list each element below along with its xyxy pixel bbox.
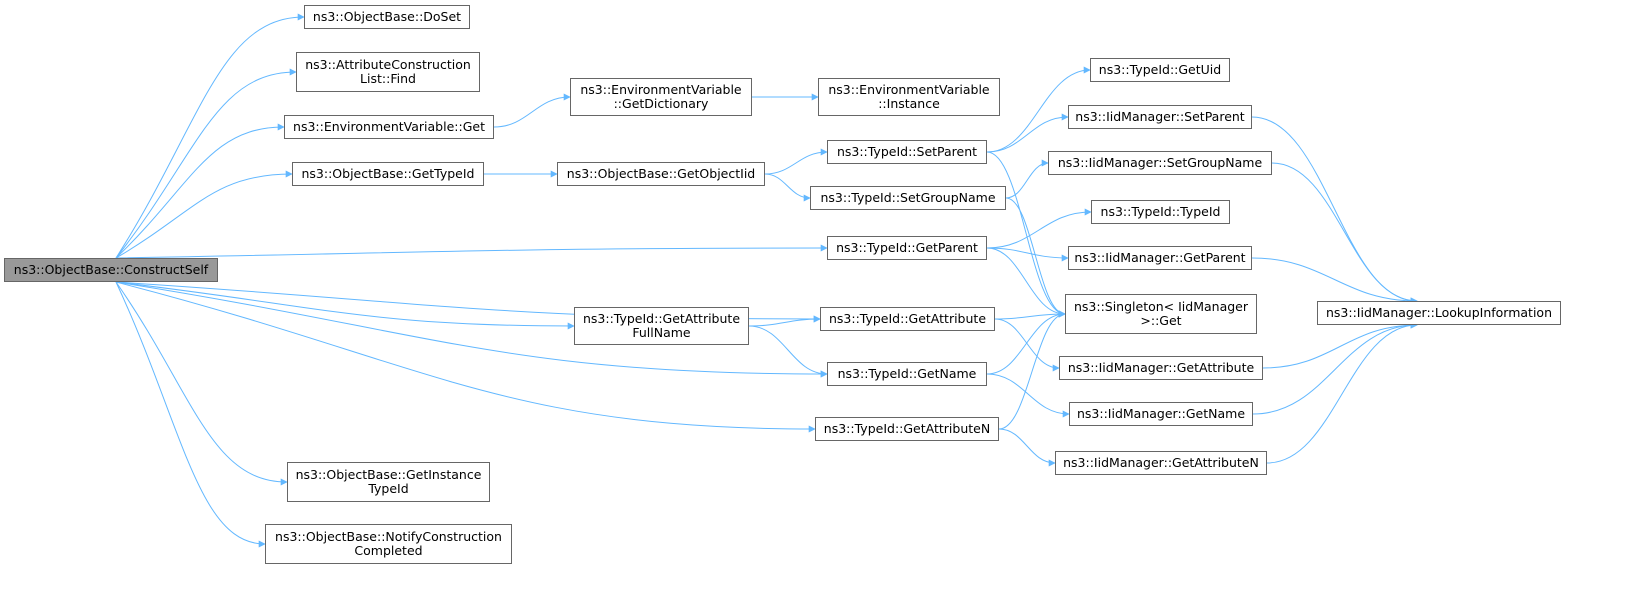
edge-constructself-to-getattrfullname xyxy=(115,281,575,330)
node-iid-getattributen[interactable]: ns3::IidManager::GetAttributeN xyxy=(1055,451,1267,475)
edge-tid-getname-to-iid-getname xyxy=(986,373,1070,418)
edge-constructself-to-attrfind xyxy=(115,68,297,259)
edge-tid-getparent-to-tid-typeid xyxy=(986,208,1092,249)
edge-tid-setparent-to-iid-setparent xyxy=(986,113,1069,153)
edge-constructself-to-tid-getparent xyxy=(115,244,828,259)
edge-tid-setparent-to-singleton-get xyxy=(986,151,1066,318)
edge-iid-setparent-to-iid-lookup xyxy=(1251,116,1418,305)
edge-constructself-to-getinstancetypeid xyxy=(115,281,288,486)
edge-getobjectiid-to-tid-setparent xyxy=(764,148,828,175)
node-envinstance[interactable]: ns3::EnvironmentVariable ::Instance xyxy=(818,78,1000,116)
node-tid-setparent[interactable]: ns3::TypeId::SetParent xyxy=(827,140,987,164)
node-doset[interactable]: ns3::ObjectBase::DoSet xyxy=(304,5,470,29)
edge-iid-getname-to-iid-lookup xyxy=(1252,321,1418,415)
node-notifyconstruction[interactable]: ns3::ObjectBase::NotifyConstruction Comp… xyxy=(265,524,512,564)
node-tid-getuid[interactable]: ns3::TypeId::GetUid xyxy=(1090,58,1230,82)
node-tid-setgroupname[interactable]: ns3::TypeId::SetGroupName xyxy=(810,186,1006,210)
node-iid-getparent[interactable]: ns3::IidManager::GetParent xyxy=(1068,246,1252,270)
node-getobjectiid[interactable]: ns3::ObjectBase::GetObjectIid xyxy=(557,162,765,186)
edge-tid-setgroupname-to-singleton-get xyxy=(1005,197,1066,318)
node-constructself: ns3::ObjectBase::ConstructSelf xyxy=(4,258,218,282)
edge-getobjectiid-to-tid-setgroupname xyxy=(764,173,811,202)
edge-iid-setgroupname-to-iid-lookup xyxy=(1271,162,1418,305)
edge-tid-getattributen-to-iid-getattributen xyxy=(998,428,1056,467)
node-gettypeid[interactable]: ns3::ObjectBase::GetTypeId xyxy=(292,162,484,186)
edge-tid-getparent-to-iid-getparent xyxy=(986,247,1069,262)
edge-tid-getname-to-singleton-get xyxy=(986,310,1066,375)
edge-constructself-to-doset xyxy=(115,13,305,259)
edge-tid-setparent-to-tid-getuid xyxy=(986,66,1091,153)
edge-tid-getattribute-to-iid-getattribute xyxy=(994,318,1060,372)
edge-tid-setgroupname-to-iid-setgroupname xyxy=(1005,159,1049,199)
node-iid-lookup[interactable]: ns3::IidManager::LookupInformation xyxy=(1317,301,1561,325)
node-tid-getattribute[interactable]: ns3::TypeId::GetAttribute xyxy=(820,307,995,331)
node-iid-setgroupname[interactable]: ns3::IidManager::SetGroupName xyxy=(1048,151,1272,175)
edge-tid-getparent-to-singleton-get xyxy=(986,247,1066,318)
edge-iid-getattributen-to-iid-lookup xyxy=(1266,321,1418,464)
node-iid-getattribute[interactable]: ns3::IidManager::GetAttribute xyxy=(1059,356,1263,380)
edge-iid-getparent-to-iid-lookup xyxy=(1251,257,1418,305)
node-iid-getname[interactable]: ns3::IidManager::GetName xyxy=(1069,402,1253,426)
edge-getattrfullname-to-tid-getname xyxy=(748,325,828,378)
edge-constructself-to-gettypeid xyxy=(115,170,293,259)
edge-getattrfullname-to-tid-getattribute xyxy=(748,315,821,327)
edge-constructself-to-envget xyxy=(115,123,285,259)
node-iid-setparent[interactable]: ns3::IidManager::SetParent xyxy=(1068,105,1252,129)
node-getinstancetypeid[interactable]: ns3::ObjectBase::GetInstance TypeId xyxy=(287,462,490,502)
node-envget[interactable]: ns3::EnvironmentVariable::Get xyxy=(284,115,494,139)
node-tid-getparent[interactable]: ns3::TypeId::GetParent xyxy=(827,236,987,260)
node-tid-getattributen[interactable]: ns3::TypeId::GetAttributeN xyxy=(815,417,999,441)
edge-constructself-to-notifyconstruction xyxy=(115,281,266,548)
edge-iid-getattribute-to-iid-lookup xyxy=(1262,321,1418,369)
node-attrfind[interactable]: ns3::AttributeConstruction List::Find xyxy=(296,52,480,92)
edge-constructself-to-tid-getattributen xyxy=(115,281,816,433)
node-getattrfullname[interactable]: ns3::TypeId::GetAttribute FullName xyxy=(574,307,749,345)
edge-envget-to-envgetdict xyxy=(493,93,571,128)
node-tid-typeid[interactable]: ns3::TypeId::TypeId xyxy=(1091,200,1230,224)
edge-tid-getattribute-to-singleton-get xyxy=(994,310,1066,320)
node-envgetdict[interactable]: ns3::EnvironmentVariable ::GetDictionary xyxy=(570,78,752,116)
edge-constructself-to-tid-getname xyxy=(115,281,828,378)
node-tid-getname[interactable]: ns3::TypeId::GetName xyxy=(827,362,987,386)
edge-tid-getattributen-to-singleton-get xyxy=(998,310,1066,430)
node-singleton-get[interactable]: ns3::Singleton< IidManager >::Get xyxy=(1065,294,1257,334)
